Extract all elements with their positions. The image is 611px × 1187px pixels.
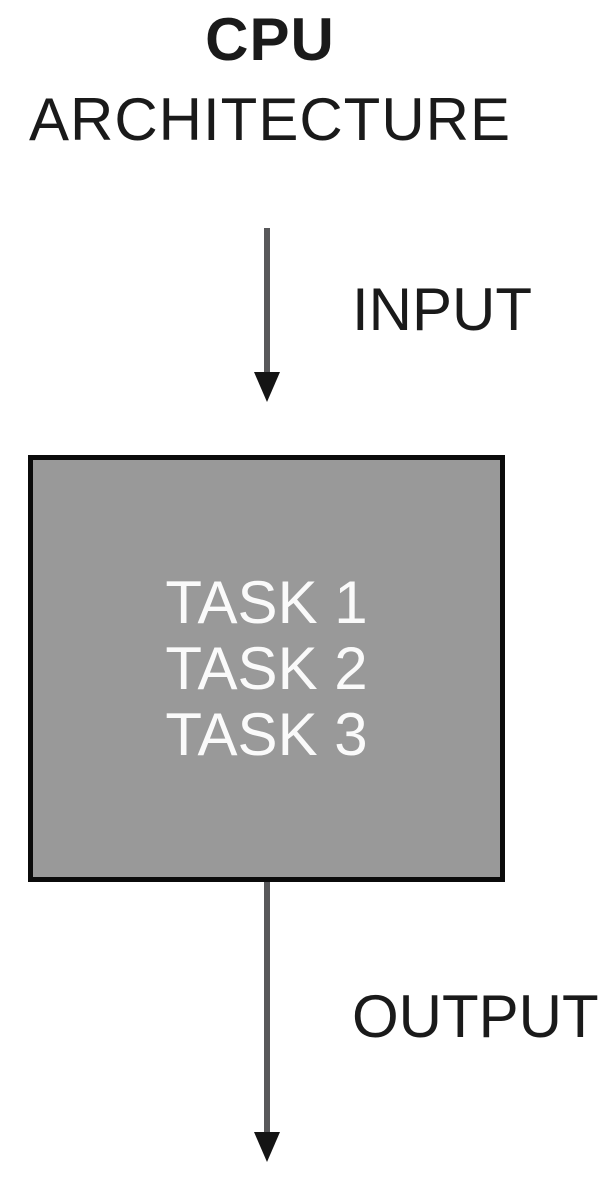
output-arrowhead-icon [254, 1132, 280, 1162]
input-arrow-shaft [264, 228, 270, 372]
diagram-title: CPU ARCHITECTURE [0, 0, 540, 160]
task-3-label: TASK 3 [165, 700, 368, 768]
output-label: OUTPUT [352, 983, 599, 1050]
title-line-cpu: CPU [205, 6, 335, 73]
task-2-label: TASK 2 [165, 634, 368, 702]
cpu-task-box: TASK 1 TASK 2 TASK 3 [28, 455, 505, 882]
input-arrowhead-icon [254, 372, 280, 402]
input-label: INPUT [352, 276, 532, 343]
title-line-architecture: ARCHITECTURE [28, 86, 511, 153]
output-arrow-shaft [264, 882, 270, 1132]
task-1-label: TASK 1 [165, 568, 368, 636]
